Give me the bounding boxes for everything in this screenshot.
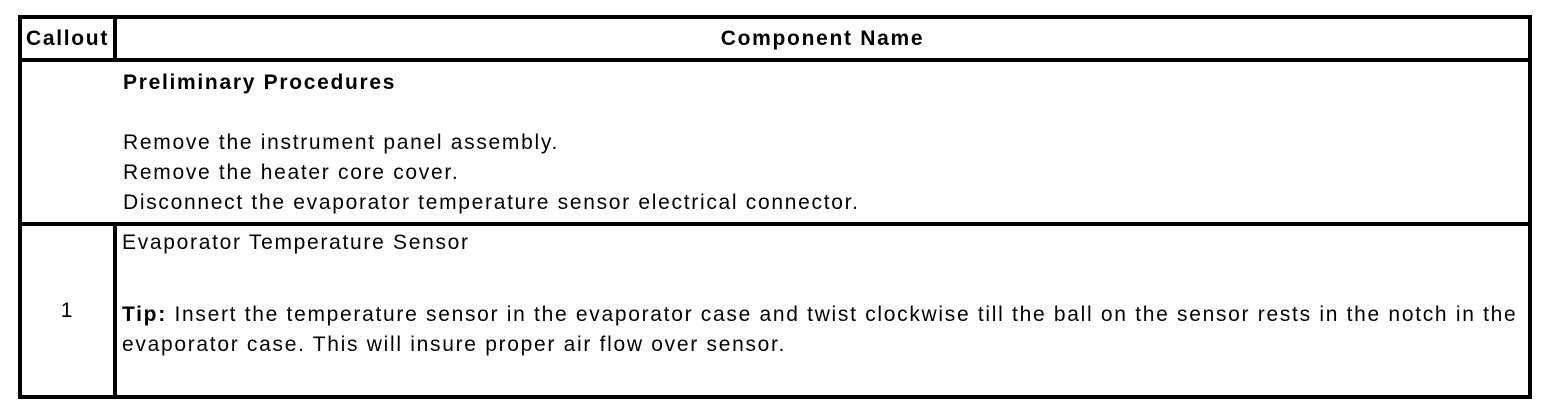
preliminary-step: Disconnect the evaporator temperature se… [123, 191, 860, 214]
callout-number: 1 [60, 298, 75, 322]
spacer [122, 258, 1524, 288]
component-row: 1 Evaporator Temperature Sensor Tip: Ins… [22, 226, 1528, 395]
tip-paragraph: Tip: Insert the temperature sensor in th… [122, 300, 1524, 360]
preliminary-step: Remove the instrument panel assembly. [123, 131, 560, 154]
spacer [123, 98, 1518, 128]
component-table: Callout Component Name Preliminary Proce… [18, 15, 1532, 399]
preliminary-procedures-title: Preliminary Procedures [123, 71, 397, 94]
component-name: Evaporator Temperature Sensor [122, 231, 470, 254]
callout-column-header: Callout [22, 19, 117, 58]
component-description-cell: Evaporator Temperature Sensor Tip: Inser… [117, 226, 1528, 395]
component-name-header-label: Component Name [720, 26, 925, 50]
tip-label: Tip: [122, 303, 167, 326]
callout-header-label: Callout [25, 26, 110, 50]
callout-cell: 1 [22, 226, 117, 395]
table-header-row: Callout Component Name [22, 19, 1528, 62]
component-name-column-header: Component Name [117, 19, 1528, 58]
tip-text: Insert the temperature sensor in the eva… [122, 303, 1518, 356]
preliminary-procedures-row: Preliminary Procedures Remove the instru… [22, 62, 1528, 226]
preliminary-step: Remove the heater core cover. [123, 161, 460, 184]
